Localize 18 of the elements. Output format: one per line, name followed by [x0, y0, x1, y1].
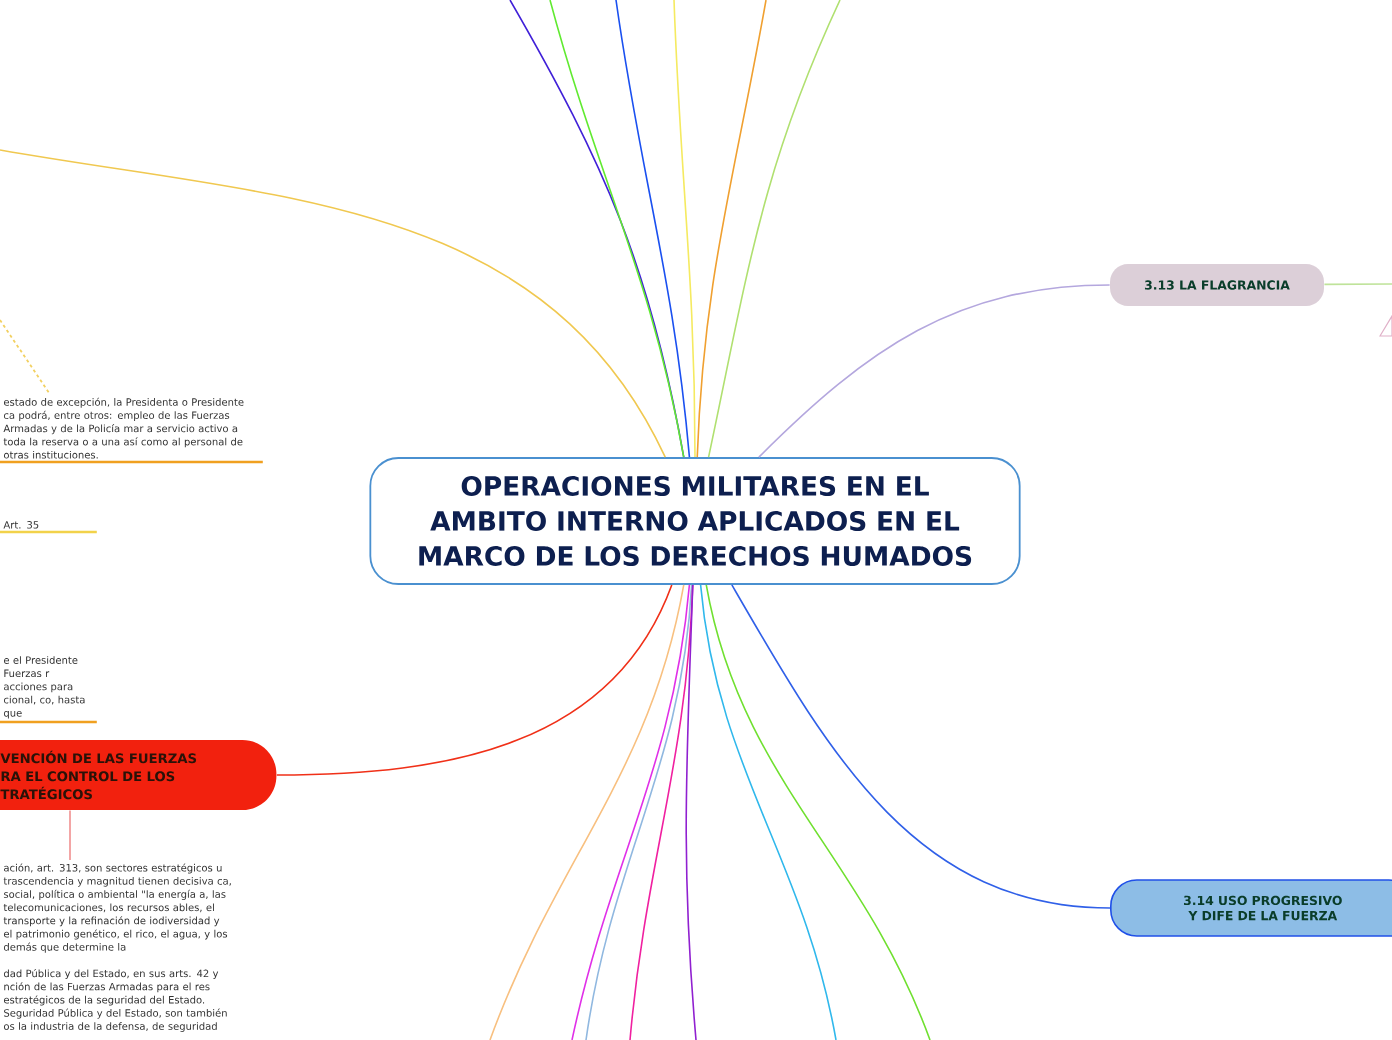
connector [69, 809, 71, 861]
connector [705, 584, 931, 1040]
connector [707, 0, 841, 458]
connector [696, 0, 767, 458]
connector [685, 584, 697, 1040]
connector [509, 0, 685, 458]
connector [0, 319, 51, 396]
connector [615, 0, 691, 458]
connector [276, 584, 673, 776]
connector [0, 149, 667, 458]
connector [731, 584, 1111, 909]
connector [758, 284, 1111, 458]
connector [699, 584, 837, 1040]
title-box: OPERACIONES MILITARES EN EL AMBITO INTERNO APLICADOS EN EL MARCO DE LOS DERECHOS HUMADOS [369, 457, 1021, 585]
connector [489, 584, 685, 1040]
connector [1323, 283, 1392, 286]
connector [673, 0, 696, 458]
connector [549, 0, 685, 458]
